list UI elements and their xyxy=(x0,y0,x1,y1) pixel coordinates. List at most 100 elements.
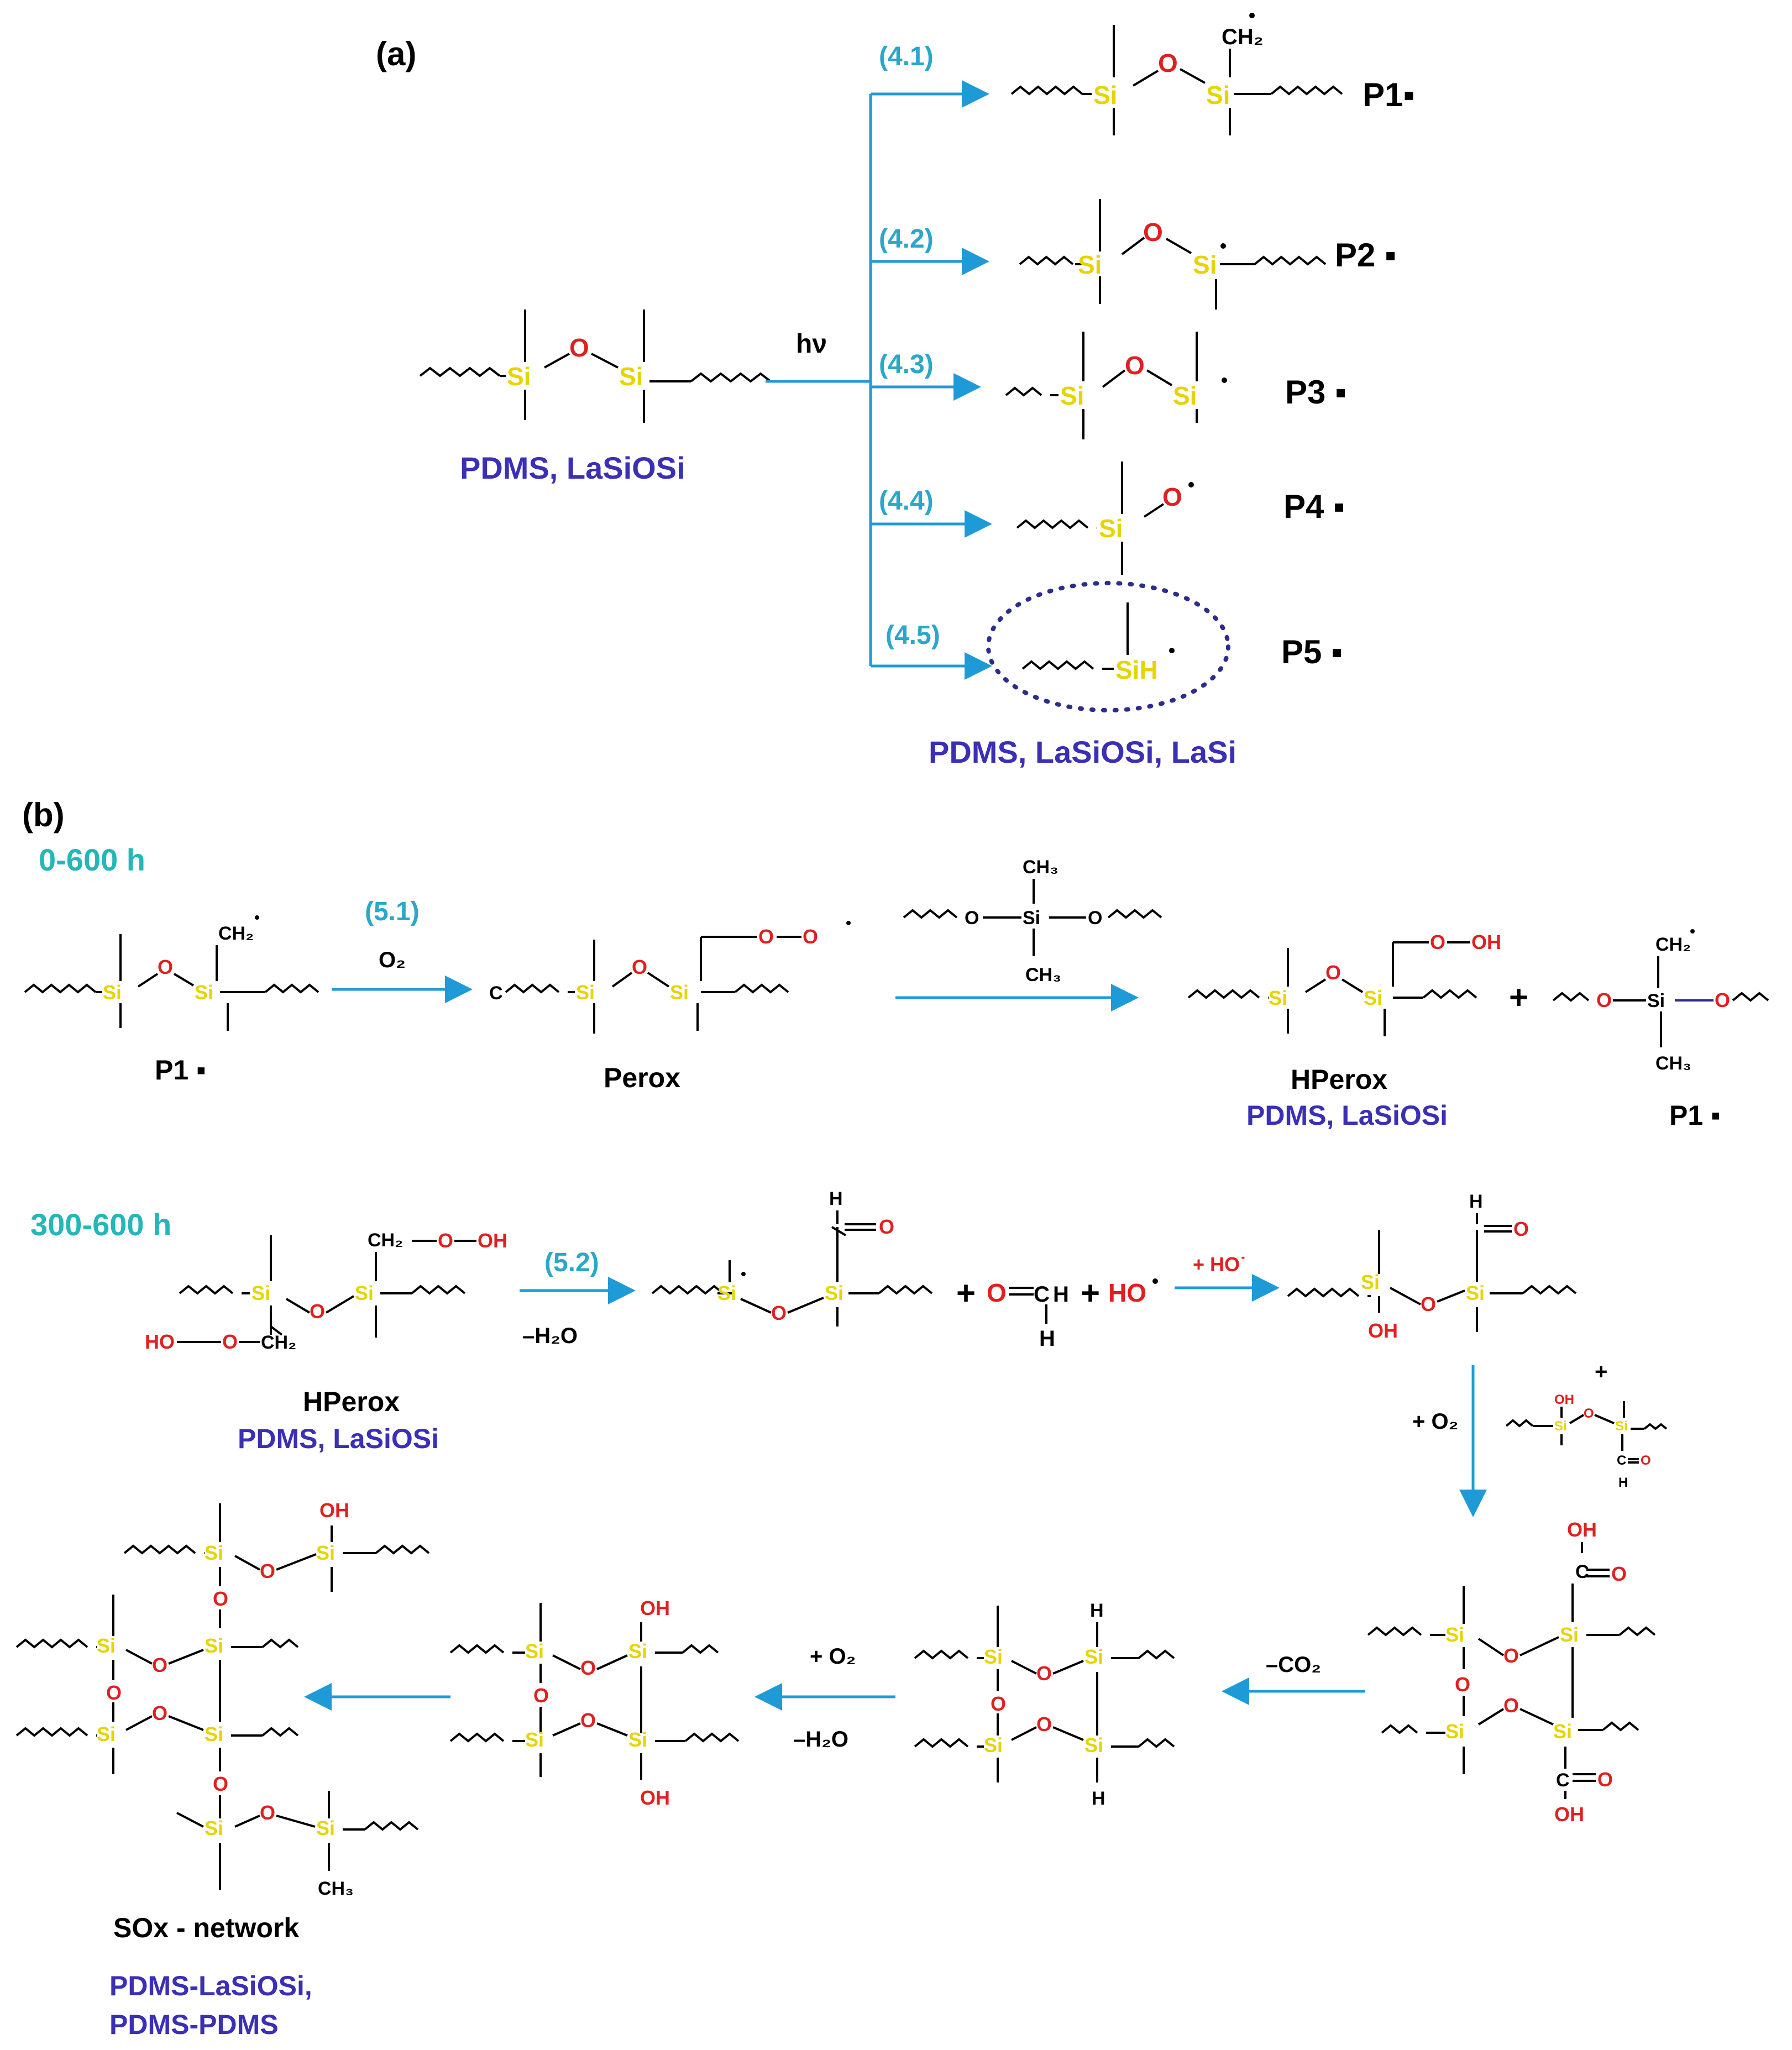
svg-text:O: O xyxy=(580,1656,596,1679)
plus-o2-label: + O₂ xyxy=(810,1644,856,1669)
svg-text:O: O xyxy=(987,1278,1007,1307)
formaldehyde-structure: O C H H xyxy=(987,1278,1069,1351)
hperox-structure-top: Si O Si O OH xyxy=(1187,931,1501,1036)
svg-text:O: O xyxy=(803,925,818,948)
svg-text:O: O xyxy=(1584,1406,1594,1421)
svg-text:H: H xyxy=(1469,1191,1483,1212)
svg-text:Si: Si xyxy=(1099,514,1123,543)
pdms-chain-reagent: O Si CH₃ CH₃ O xyxy=(903,857,1162,985)
svg-text:O: O xyxy=(1455,1673,1470,1696)
svg-text:OH: OH xyxy=(1368,1319,1398,1342)
aldehyde-radical-structure: Si O Si H O xyxy=(651,1188,933,1327)
svg-text:C: C xyxy=(1556,1770,1570,1791)
svg-text:Si: Si xyxy=(1078,250,1102,279)
hydroxyl-radical: HO xyxy=(1108,1278,1146,1307)
svg-text:O: O xyxy=(260,1801,275,1824)
silanol-aldehyde-structure: Si OH O Si H O xyxy=(1287,1191,1577,1342)
hperox-label-top: HPerox xyxy=(1291,1064,1387,1095)
svg-text:Si: Si xyxy=(1173,381,1197,410)
step-4-3: (4.3) xyxy=(879,350,934,379)
svg-text:Si: Si xyxy=(1364,987,1382,1009)
svg-text:Si: Si xyxy=(205,1723,223,1745)
svg-text:Si: Si xyxy=(984,1645,1003,1668)
svg-text:CH₃: CH₃ xyxy=(318,1878,354,1899)
svg-text:C: C xyxy=(1617,1453,1626,1468)
svg-text:OH: OH xyxy=(478,1229,507,1252)
svg-text:C: C xyxy=(1575,1561,1589,1582)
svg-text:O: O xyxy=(1715,989,1730,1011)
svg-text:SiH: SiH xyxy=(1115,656,1158,684)
product-p3-label: P3 ▪ xyxy=(1285,374,1346,411)
svg-text:CH₂: CH₂ xyxy=(368,1230,403,1251)
svg-text:H: H xyxy=(829,1188,843,1209)
svg-text:Si: Si xyxy=(717,1282,736,1304)
silanol-dimer-structure: Si O O Si OH Si O Si OH xyxy=(449,1597,740,1809)
svg-text:O: O xyxy=(1162,483,1182,511)
svg-text:H: H xyxy=(1092,1788,1105,1809)
svg-text:Si: Si xyxy=(1093,81,1117,109)
svg-text:O: O xyxy=(158,956,173,978)
svg-text:H: H xyxy=(1039,1327,1055,1351)
carboxylic-acid-dimer-structure: Si O O Si C O OH Si O Si C O OH xyxy=(1367,1518,1656,1826)
svg-text:OH: OH xyxy=(1554,1803,1584,1826)
svg-text:Si: Si xyxy=(628,1640,647,1663)
p1-regenerated-structure: O Si CH₂ CH₃ O xyxy=(1552,929,1769,1074)
svg-text:Si: Si xyxy=(1084,1734,1103,1757)
plus-ho-label: + HO˙ xyxy=(1193,1253,1246,1276)
svg-text:Si: Si xyxy=(525,1728,544,1751)
svg-text:Si: Si xyxy=(507,362,531,391)
svg-text:Si: Si xyxy=(670,981,689,1004)
svg-text:O: O xyxy=(1125,351,1145,380)
product-p1-structure: Si O Si CH₂ xyxy=(1010,13,1343,135)
plus-o2-down: + O₂ xyxy=(1412,1409,1458,1434)
time-0-600: 0-600 h xyxy=(39,842,145,877)
svg-text:O: O xyxy=(1641,1453,1651,1468)
svg-text:O: O xyxy=(991,1692,1006,1715)
product-p2-structure: Si O Si xyxy=(1019,199,1327,310)
perox-structure: C Si O Si O O xyxy=(489,921,851,1034)
svg-text:Si: Si xyxy=(1361,1271,1380,1293)
svg-text:O: O xyxy=(1036,1713,1052,1736)
sox-network-label: SOx - network xyxy=(113,1912,299,1943)
svg-text:Si: Si xyxy=(984,1734,1003,1757)
svg-text:O: O xyxy=(213,1773,228,1795)
svg-text:Si: Si xyxy=(619,362,643,391)
p1-label-b: P1 ▪ xyxy=(155,1055,206,1086)
svg-text:H: H xyxy=(1053,1282,1069,1307)
svg-text:Si: Si xyxy=(1560,1623,1579,1646)
svg-text:Si: Si xyxy=(1193,250,1217,279)
svg-text:O: O xyxy=(1503,1644,1519,1667)
svg-text:O: O xyxy=(1421,1293,1436,1315)
step-5-2: (5.2) xyxy=(544,1248,599,1277)
svg-text:O: O xyxy=(1611,1563,1627,1585)
sox-material-line1: PDMS-LaSiOSi, xyxy=(109,1970,312,2001)
svg-text:Si: Si xyxy=(355,1282,374,1304)
svg-text:Si: Si xyxy=(195,981,213,1004)
svg-text:C: C xyxy=(489,983,503,1004)
step-4-5: (4.5) xyxy=(885,621,940,650)
svg-text:O: O xyxy=(580,1709,596,1732)
svg-text:O: O xyxy=(152,1702,167,1724)
svg-text:O: O xyxy=(569,333,589,362)
svg-text:H: H xyxy=(1090,1600,1104,1621)
svg-text:O: O xyxy=(152,1654,167,1676)
step-4-2: (4.2) xyxy=(879,224,934,254)
svg-text:O: O xyxy=(879,1215,894,1238)
svg-text:Si: Si xyxy=(205,1542,223,1564)
plus-sign-4: + xyxy=(1595,1360,1607,1384)
svg-text:O: O xyxy=(771,1302,787,1324)
hperox-structure-bottom: Si O Si CH₂ O OH HO O CH₂ xyxy=(145,1229,507,1353)
p1-regenerated-label: P1 ▪ xyxy=(1669,1100,1721,1131)
svg-text:C: C xyxy=(1034,1282,1050,1307)
svg-text:CH₃: CH₃ xyxy=(1655,1053,1691,1074)
svg-text:O: O xyxy=(1596,989,1612,1011)
p1-radical-structure: Si O Si CH₂ xyxy=(24,915,319,1031)
svg-text:Si: Si xyxy=(576,981,595,1004)
svg-text:Si: Si xyxy=(1084,1645,1103,1668)
panel-a-label: (a) xyxy=(376,35,416,72)
svg-text:CH₂: CH₂ xyxy=(1222,25,1264,49)
svg-text:Si: Si xyxy=(1554,1419,1567,1434)
svg-text:Si: Si xyxy=(1445,1623,1464,1646)
svg-text:O: O xyxy=(965,908,979,929)
hperox-material-bottom: PDMS, LaSiOSi xyxy=(238,1423,439,1454)
